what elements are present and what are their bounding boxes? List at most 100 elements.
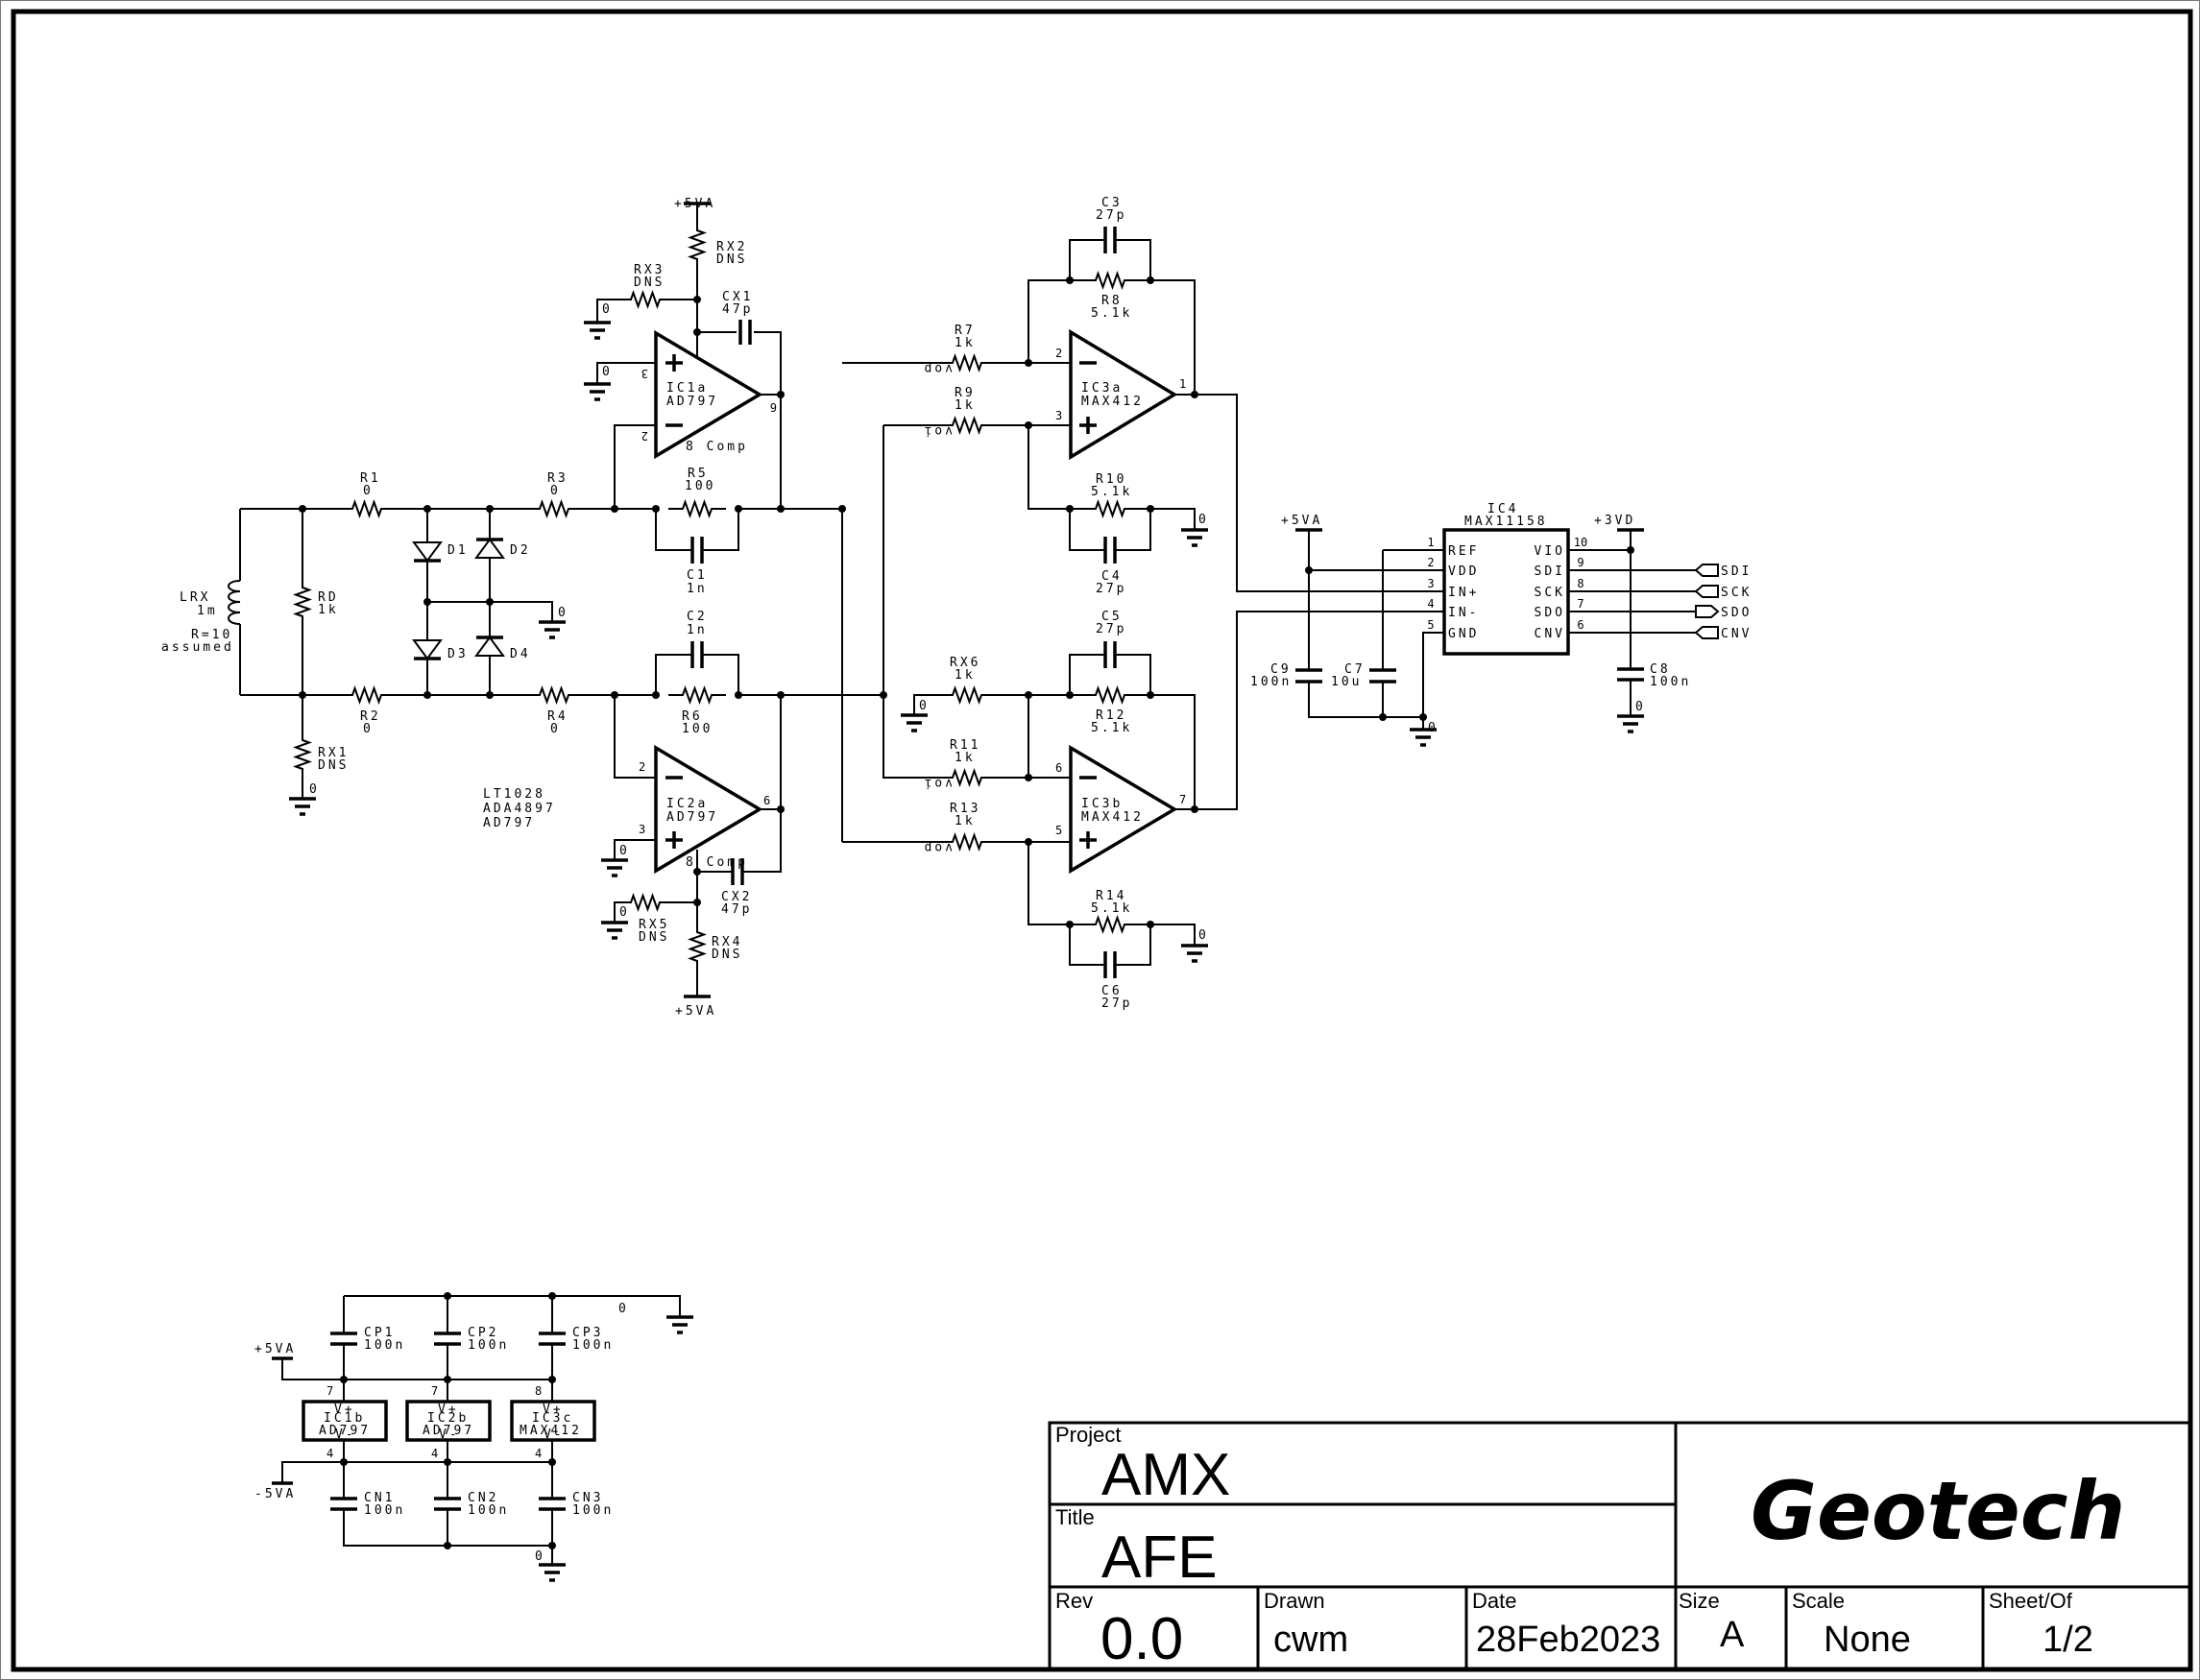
capacitor-c8 <box>1617 667 1644 682</box>
ic4-pin-number: 8 <box>1577 577 1584 590</box>
capacitor-cn3 <box>539 1497 566 1511</box>
pin-number: 6 <box>763 794 770 807</box>
capacitor-cp1 <box>330 1332 357 1346</box>
ground-icon <box>582 321 613 340</box>
opamp-ic3b <box>1069 744 1178 875</box>
label-ic3c-value: MAX412 <box>520 1424 582 1438</box>
label-cn3-ref: CN3 <box>572 1491 603 1505</box>
label-r3-value: 0 <box>550 484 561 498</box>
capacitor-c4 <box>1103 537 1117 564</box>
pin-number: 1 <box>1179 377 1186 391</box>
resistor-r1 <box>337 501 397 516</box>
port-label-sdo: SDO <box>1721 606 1752 620</box>
opamp-ic3b-circuit <box>899 611 1444 978</box>
port-sck-icon <box>1694 585 1719 598</box>
sheet-value: 1/2 <box>2043 1620 2093 1660</box>
sheet-label: Sheet/Of <box>1989 1589 2073 1613</box>
label-vn: V- <box>544 1428 565 1442</box>
label-cx2-ref: CX2 <box>721 890 752 904</box>
resistor-r6 <box>667 687 727 703</box>
ground-icon <box>599 921 630 940</box>
capacitor-cp3 <box>539 1332 566 1346</box>
ic4-pin-number: 7 <box>1577 597 1584 611</box>
label-c8-ref: C8 <box>1650 662 1671 677</box>
ic4-pin-name: VIO <box>1535 544 1565 559</box>
label-cx1-value: 47p <box>722 302 753 317</box>
label-rx5-value: DNS <box>639 930 669 945</box>
pin-number: 3 <box>1055 409 1062 422</box>
label-power-p5va: +5VA <box>254 1342 296 1356</box>
label-cp1-ref: CP1 <box>364 1326 395 1340</box>
size-value: A <box>1720 1615 1745 1655</box>
label-ic1a-ref: IC1a <box>666 381 708 396</box>
ground-icon <box>1179 944 1210 963</box>
label-r13-ref: R13 <box>950 802 980 816</box>
ic4-pin-number: 1 <box>1427 536 1434 549</box>
pin-number: 2 <box>641 429 648 443</box>
ic4-pin-name: REF <box>1448 544 1479 559</box>
label-gnd: 0 <box>619 844 630 858</box>
label-power-p3vd: +3VD <box>1594 514 1635 528</box>
ground-icon <box>537 1563 568 1582</box>
label-lrx-extra2: assumed <box>161 640 234 655</box>
label-vp: V+ <box>334 1403 355 1417</box>
capacitor-cn2 <box>434 1497 461 1511</box>
opamp-ic1a-circuit <box>582 202 785 564</box>
pin-number: 2 <box>1055 347 1062 360</box>
label-r3-ref: R3 <box>547 471 568 486</box>
label-c1-ref: C1 <box>687 568 708 583</box>
label-r7-ref: R7 <box>955 324 976 338</box>
diode-d3 <box>412 639 443 660</box>
label-r1-ref: R1 <box>360 471 381 486</box>
net-label-vop: vop <box>922 840 953 854</box>
label-cn2-value: 100n <box>468 1503 509 1518</box>
opamp-ic3a <box>1069 328 1178 461</box>
resistor-r14 <box>1080 917 1140 932</box>
label-d1: D1 <box>447 543 469 558</box>
label-gnd: 0 <box>602 302 613 317</box>
label-ic1a-value: AD797 <box>666 395 718 409</box>
label-r2-value: 0 <box>363 722 374 736</box>
resistor-r4 <box>524 687 584 703</box>
note-line1: LT1028 <box>483 787 545 802</box>
label-power-p5va: +5VA <box>674 197 715 211</box>
title-value: AFE <box>1101 1524 1218 1591</box>
pin-number: 7 <box>431 1384 438 1398</box>
label-r14-ref: R14 <box>1096 889 1126 903</box>
size-label: Size <box>1679 1589 1720 1613</box>
rev-label: Rev <box>1055 1589 1093 1613</box>
ground-icon <box>599 858 630 877</box>
label-lrx-ref: LRX <box>180 590 210 605</box>
label-r6-ref: R6 <box>682 709 703 724</box>
net-label-vop: vop <box>922 361 953 375</box>
label-ic1a-comp: 8 Comp <box>686 440 748 454</box>
port-label-sdi: SDI <box>1721 564 1752 579</box>
resistor-r3 <box>524 501 584 516</box>
label-rx6-ref: RX6 <box>950 656 980 670</box>
capacitor-c7 <box>1369 668 1396 684</box>
label-ic4-value: MAX11158 <box>1464 515 1548 529</box>
label-cn1-value: 100n <box>364 1503 405 1518</box>
labels: LRX 1m R=10 assumed RD 1k RX1 DNS 0 R1 0… <box>161 196 1752 1564</box>
label-c3-value: 27p <box>1096 208 1126 223</box>
pin-number: 4 <box>535 1447 542 1460</box>
ic4-pin-name: SDI <box>1535 564 1565 579</box>
capacitor-cn1 <box>330 1497 357 1511</box>
label-lrx-extra: R=10 <box>191 628 232 642</box>
capacitor-cp2 <box>434 1332 461 1346</box>
label-gnd: 0 <box>558 606 568 620</box>
label-rx2-value: DNS <box>716 252 747 267</box>
label-r12-value: 5.1k <box>1091 721 1132 735</box>
diff-wiring <box>838 362 938 843</box>
label-d4: D4 <box>510 647 531 661</box>
label-rx6-value: 1k <box>955 668 976 683</box>
label-ic3b-value: MAX412 <box>1081 810 1144 825</box>
ground-icon <box>1615 714 1646 733</box>
label-ic3c-ref: IC3c <box>532 1411 573 1426</box>
label-gnd: 0 <box>1198 513 1209 527</box>
input-network <box>228 501 842 816</box>
ic4-pin-number: 6 <box>1577 618 1584 632</box>
label-r10-ref: R10 <box>1096 472 1126 487</box>
label-ic1b-value: AD797 <box>319 1424 371 1438</box>
